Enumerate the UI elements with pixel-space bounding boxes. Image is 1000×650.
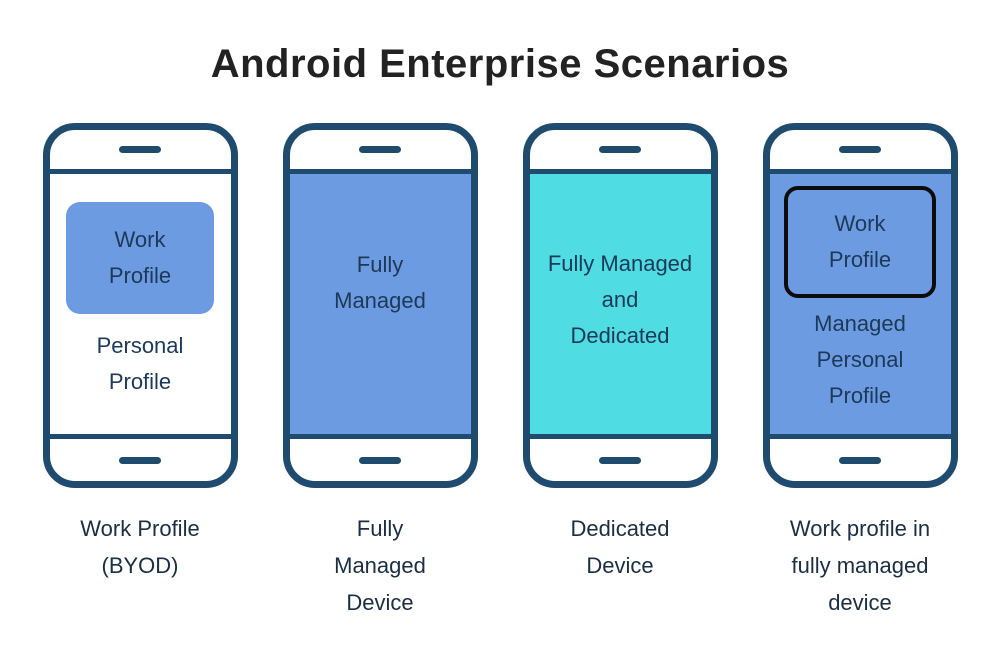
- speaker-icon: [599, 146, 641, 153]
- caption-work-profile-byod: Work Profile (BYOD): [80, 516, 200, 578]
- home-button-icon: [359, 456, 401, 464]
- phone-fully-managed: Fully Managed: [282, 123, 478, 488]
- phone-bottom-bar: [529, 434, 711, 481]
- scenario-work-profile-byod: Work Profile Personal Profile Work Profi…: [42, 123, 238, 621]
- work-profile-label: Work Profile: [108, 227, 172, 288]
- phone-top-bar: [289, 130, 471, 174]
- speaker-icon: [359, 146, 401, 153]
- scenario-work-profile-fully-managed: Work Profile Managed Personal Profile Wo…: [762, 123, 958, 621]
- phone-work-profile-fully-managed: Work Profile Managed Personal Profile: [762, 123, 958, 488]
- scenario-fully-managed: Fully Managed Fully Managed Device: [282, 123, 478, 621]
- caption-fully-managed: Fully Managed Device: [334, 516, 426, 615]
- phone-top-bar: [769, 130, 951, 174]
- phone-dedicated: Fully Managed and Dedicated: [522, 123, 718, 488]
- home-button-icon: [599, 456, 641, 464]
- android-enterprise-diagram: Android Enterprise Scenarios Work Profil…: [0, 42, 1000, 650]
- phone-bottom-bar: [769, 434, 951, 481]
- caption-work-profile-fully-managed: Work profile in fully managed device: [789, 516, 931, 615]
- phones-row: Work Profile Personal Profile Work Profi…: [0, 123, 1000, 621]
- home-button-icon: [839, 456, 881, 464]
- work-profile-box: Work Profile: [784, 186, 936, 298]
- page-title: Android Enterprise Scenarios: [210, 42, 790, 86]
- phone-screen-work-profile-fully-managed: Work Profile Managed Personal Profile: [769, 174, 951, 434]
- phone-bottom-bar: [49, 434, 231, 481]
- dedicated-label: Fully Managed and Dedicated: [547, 251, 693, 348]
- phone-top-bar: [529, 130, 711, 174]
- speaker-icon: [839, 146, 881, 153]
- speaker-icon: [119, 146, 161, 153]
- phone-bottom-bar: [289, 434, 471, 481]
- work-profile-box: Work Profile: [66, 202, 214, 314]
- caption-dedicated: Dedicated Device: [570, 516, 670, 578]
- personal-profile-label: Personal Profile: [96, 333, 184, 394]
- phone-top-bar: [49, 130, 231, 174]
- phone-screen-dedicated: Fully Managed and Dedicated: [529, 174, 711, 434]
- phone-screen-fully-managed: Fully Managed: [289, 174, 471, 434]
- home-button-icon: [119, 456, 161, 464]
- phone-screen-byod: Work Profile Personal Profile: [49, 174, 231, 434]
- scenario-dedicated: Fully Managed and Dedicated Dedicated De…: [522, 123, 718, 621]
- managed-personal-profile-label: Managed Personal Profile: [814, 311, 906, 408]
- phone-byod: Work Profile Personal Profile: [42, 123, 238, 488]
- work-profile-label: Work Profile: [828, 211, 892, 272]
- fully-managed-label: Fully Managed: [334, 252, 426, 313]
